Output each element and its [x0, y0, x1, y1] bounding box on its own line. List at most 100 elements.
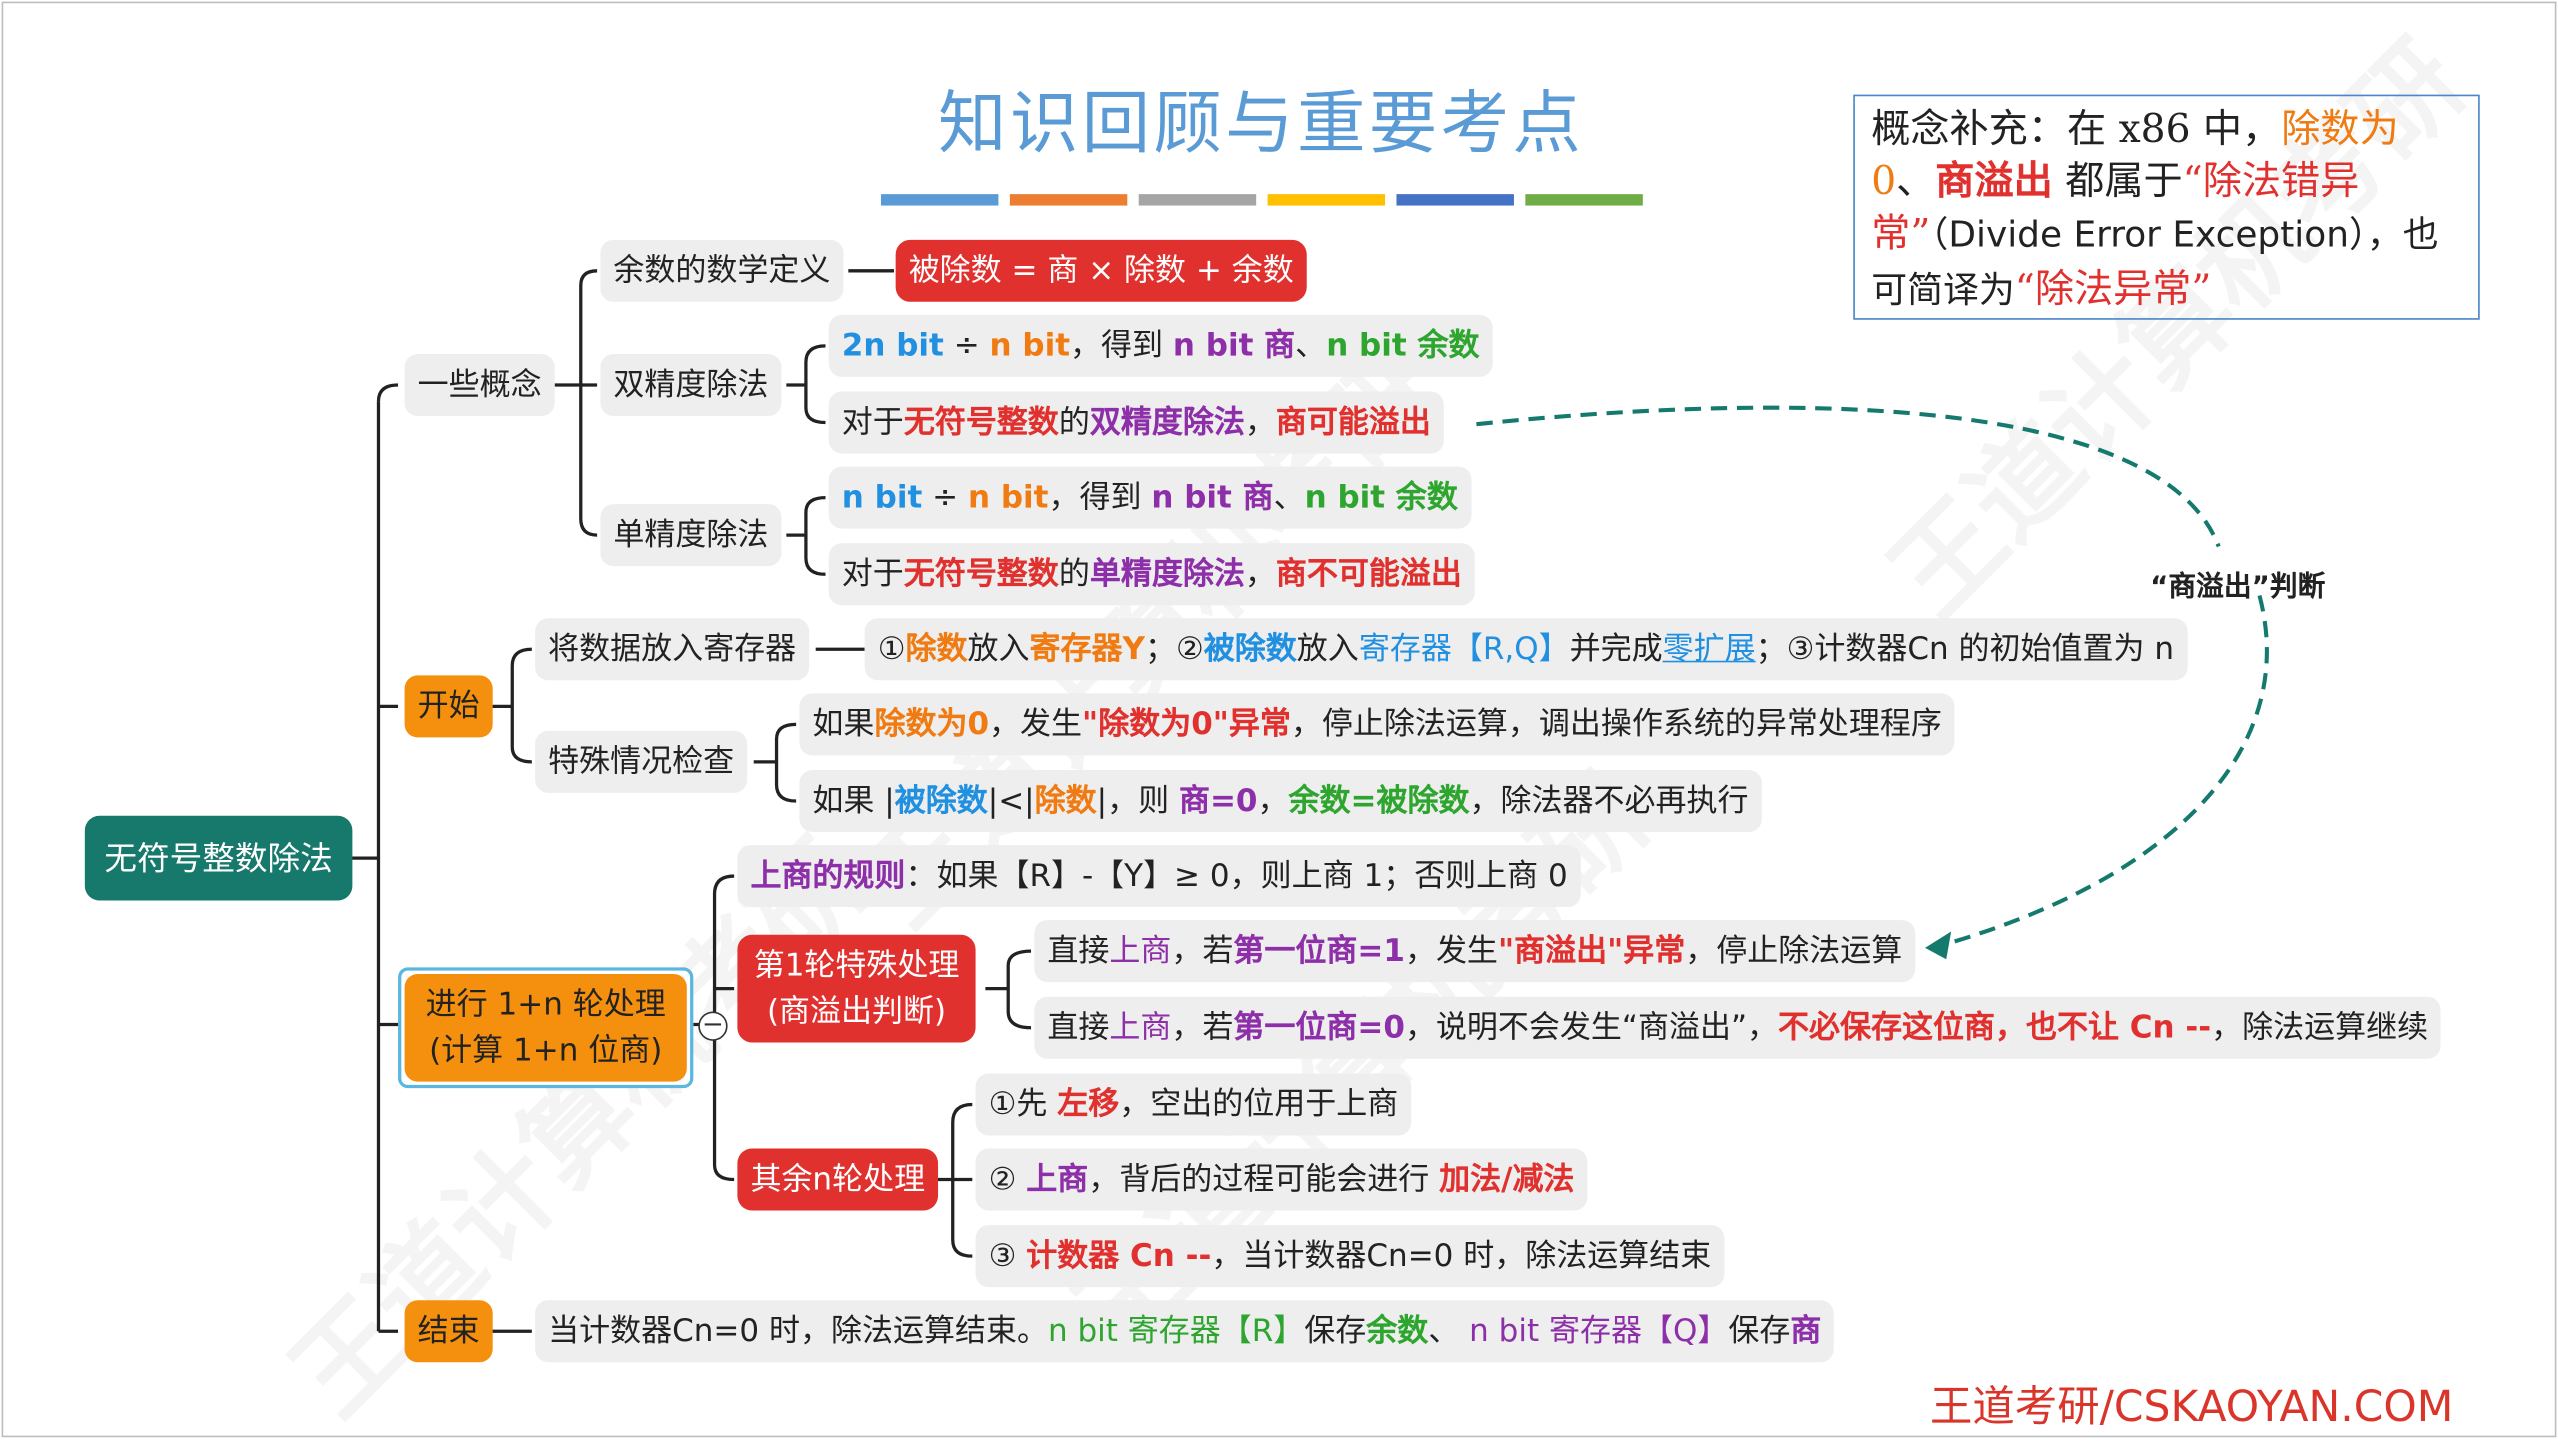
- text-span: 余数=被除数: [1288, 783, 1470, 819]
- text-span: ，说明不会发生“商溢出”，: [1404, 1009, 1779, 1046]
- text-span: 商: [1790, 1313, 1822, 1350]
- node-first-quotient-zero[interactable]: 直接上商，若第一位商=0，说明不会发生“商溢出”，不必保存这位商，也不让 Cn …: [1034, 996, 2442, 1059]
- text-span: n bit 寄存器【Q】: [1469, 1313, 1729, 1350]
- note-divzero: 除数为0: [1871, 106, 2399, 204]
- text-span: n bit 商: [1151, 479, 1274, 516]
- text-span: ，若: [1171, 933, 1234, 970]
- text-span: "除数为0"异常: [1082, 706, 1291, 743]
- text-span: ，发生: [989, 706, 1083, 743]
- text-span: ，发生: [1404, 933, 1498, 970]
- text-span: 余数: [1366, 1313, 1429, 1350]
- collapse-toggle[interactable]: −: [698, 1011, 728, 1041]
- text-span: ，停止除法运算，调出操作系统的异常处理程序: [1290, 706, 1942, 743]
- node-end[interactable]: 结束: [404, 1300, 493, 1363]
- text-span: 2n bit: [841, 327, 944, 364]
- text-span: ÷: [943, 327, 990, 364]
- text-span: 被除数: [894, 783, 988, 819]
- text-span: 保存: [1728, 1313, 1791, 1350]
- rounds-label: 进行 1+n 轮处理: [425, 986, 666, 1023]
- text-span: ③: [988, 1238, 1027, 1275]
- node-first-round[interactable]: 第1轮特殊处理 (商溢出判断): [737, 934, 976, 1043]
- node-double-overflow[interactable]: 对于无符号整数的双精度除法，商可能溢出: [828, 391, 1444, 454]
- text-span: 寄存器Y: [1029, 631, 1145, 668]
- text-span: ，除法运算继续: [2211, 1009, 2429, 1046]
- text-span: 、: [1295, 327, 1327, 364]
- text-span: ÷: [922, 479, 968, 516]
- text-span: 的: [1058, 404, 1090, 441]
- node-single-division[interactable]: 单精度除法: [600, 504, 782, 567]
- text-span: 直接: [1047, 1009, 1110, 1046]
- text-span: ①先: [988, 1086, 1058, 1123]
- node-rounds[interactable]: 进行 1+n 轮处理 (计算 1+n 位商): [404, 973, 687, 1082]
- text-span: 加法/减法: [1439, 1161, 1575, 1198]
- text-span: ，停止除法运算: [1685, 933, 1903, 970]
- text-span: 并完成: [1569, 631, 1663, 668]
- node-single-bits[interactable]: n bit ÷ n bit，得到 n bit 商、n bit 余数: [828, 466, 1471, 529]
- note-text: （Divide Error Exception），也可简译为: [1871, 215, 2439, 312]
- note-exception-short: “除法异常”: [2014, 265, 2212, 312]
- text-span: 除数: [905, 631, 968, 668]
- text-span: |，则: [1096, 783, 1179, 819]
- text-span: ，除法器不必再执行: [1469, 783, 1749, 819]
- node-quotient-rule[interactable]: 上商的规则：如果【R】-【Y】≥ 0，则上商 1；否则上商 0: [737, 845, 1581, 908]
- arrow-head-icon: [1925, 931, 1952, 960]
- text-span: 上商的规则: [750, 858, 906, 895]
- node-divzero-check[interactable]: 如果除数为0，发生"除数为0"异常，停止除法运算，调出操作系统的异常处理程序: [799, 693, 1955, 756]
- text-span: ，得到: [1070, 327, 1173, 364]
- text-span: ，: [1244, 404, 1276, 441]
- text-span: n bit: [989, 327, 1071, 364]
- node-remainder-definition[interactable]: 余数的数学定义: [600, 239, 844, 302]
- node-small-dividend-check[interactable]: 如果 |被除数|<|除数|，则 商=0，余数=被除数，除法器不必再执行: [799, 770, 1762, 833]
- text-span: 如果 |: [812, 783, 895, 819]
- page-title: 知识回顾与重要考点: [938, 83, 1585, 164]
- node-double-division[interactable]: 双精度除法: [600, 354, 782, 417]
- text-span: 放入: [1296, 631, 1359, 668]
- text-span: 除数: [1034, 783, 1097, 819]
- node-counter-decrement[interactable]: ③ 计数器 Cn --，当计数器Cn=0 时，除法运算结束: [975, 1225, 1725, 1288]
- text-span: n bit: [967, 479, 1049, 516]
- text-span: |<|: [987, 783, 1035, 819]
- title-stripe: [1138, 194, 1257, 206]
- node-start[interactable]: 开始: [404, 675, 493, 738]
- text-span: ，若: [1171, 1009, 1234, 1046]
- text-span: "商溢出"异常: [1497, 933, 1686, 970]
- root-node[interactable]: 无符号整数除法: [84, 815, 353, 901]
- node-remainder-formula[interactable]: 被除数 = 商 × 除数 + 余数: [895, 239, 1307, 302]
- text-span: 直接: [1047, 933, 1110, 970]
- node-load-detail[interactable]: ①除数放入寄存器Y；②被除数放入寄存器【R,Q】并完成零扩展；③计数器Cn 的初…: [864, 618, 2188, 681]
- text-span: 第一位商=0: [1233, 1009, 1405, 1046]
- node-end-detail[interactable]: 当计数器Cn=0 时，除法运算结束。n bit 寄存器【R】保存余数、 n bi…: [535, 1300, 1835, 1363]
- text-span: n bit 商: [1172, 327, 1296, 364]
- text-span: n bit 寄存器【R】: [1047, 1313, 1305, 1350]
- text-span: 无符号整数: [903, 556, 1059, 593]
- node-concepts[interactable]: 一些概念: [404, 354, 555, 417]
- text-span: 保存: [1304, 1313, 1367, 1350]
- text-span: 的: [1058, 556, 1090, 593]
- text-span: 对于: [841, 404, 904, 441]
- text-span: n bit: [841, 479, 923, 516]
- note-exception: “除法错异常”: [1871, 158, 2360, 257]
- node-set-quotient[interactable]: ② 上商，背后的过程可能会进行 加法/减法: [975, 1148, 1588, 1211]
- node-double-bits[interactable]: 2n bit ÷ n bit，得到 n bit 商、n bit 余数: [828, 314, 1493, 377]
- dashed-arrow: [1476, 405, 2269, 949]
- note-text: 都属于: [2052, 158, 2183, 204]
- text-span: 商可能溢出: [1275, 404, 1431, 441]
- node-shift-left[interactable]: ①先 左移，空出的位用于上商: [975, 1073, 1412, 1136]
- text-span: 上商: [1109, 1009, 1172, 1046]
- node-single-overflow[interactable]: 对于无符号整数的单精度除法，商不可能溢出: [828, 543, 1475, 606]
- text-span: 如果: [812, 706, 875, 743]
- node-remaining-rounds[interactable]: 其余n轮处理: [737, 1148, 939, 1211]
- text-span: ；③计数器Cn 的初始值置为 n: [1755, 631, 2175, 668]
- node-first-quotient-one[interactable]: 直接上商，若第一位商=1，发生"商溢出"异常，停止除法运算: [1034, 920, 1916, 983]
- text-span: ①: [877, 631, 906, 668]
- text-span: 寄存器【R,Q】: [1358, 631, 1570, 668]
- node-load-registers[interactable]: 将数据放入寄存器: [535, 618, 810, 681]
- text-span: 计数器 Cn --: [1026, 1238, 1212, 1275]
- text-span: 商不可能溢出: [1275, 556, 1462, 593]
- text-span: 除数为0: [874, 706, 990, 743]
- node-special-check[interactable]: 特殊情况检查: [535, 730, 748, 793]
- text-span: ，背后的过程可能会进行: [1088, 1161, 1440, 1198]
- note-text: 概念补充：在 x86 中，: [1871, 106, 2282, 152]
- text-span: ，: [1257, 783, 1289, 819]
